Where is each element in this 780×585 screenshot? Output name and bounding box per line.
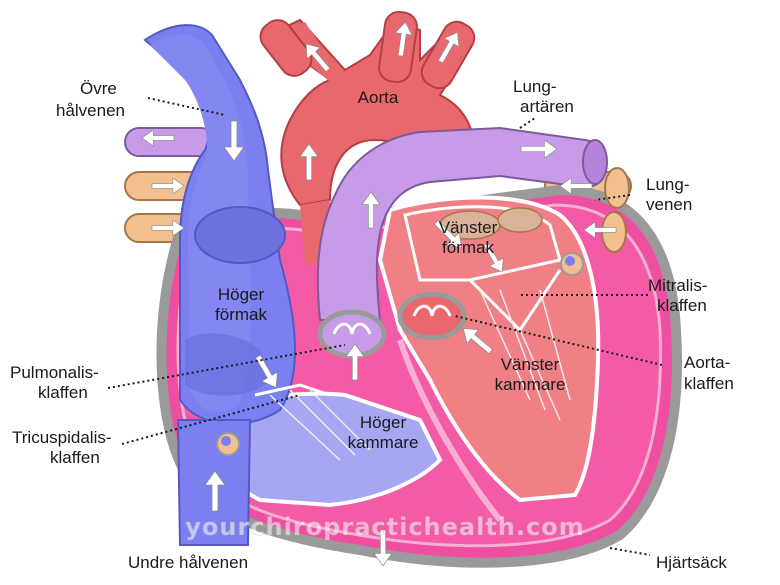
label-aortic-valve-line2: klaffen (684, 374, 734, 393)
label-aortic-valve-line1: Aorta- (684, 353, 730, 372)
label-right-ventricle-line1: Höger (360, 413, 407, 432)
label-left-ventricle-line2: kammare (495, 375, 566, 394)
label-pulmonary-artery-line1: Lung- (513, 77, 556, 96)
label-pulmonary-vein-line1: Lung- (646, 175, 689, 194)
leader-lines (107, 97, 663, 556)
aortic-valve (397, 291, 467, 341)
label-pulmonary-valve-line1: Pulmonalis- (10, 363, 99, 382)
label-pulmonary-vein-line2: venen (646, 195, 692, 214)
watermark: yourchiropractichealth.com (185, 513, 584, 541)
label-superior-vena-cava-line1: Övre (80, 79, 117, 98)
label-mitral-valve-line1: Mitralis- (648, 276, 708, 295)
label-left-atrium-line2: förmak (442, 238, 494, 257)
label-inferior-vena-cava: Undre hålvenen (128, 553, 248, 572)
label-left-ventricle-line1: Vänster (501, 355, 560, 374)
label-tricuspid-valve-line2: klaffen (50, 448, 100, 467)
label-superior-vena-cava-line2: hålvenen (56, 101, 125, 120)
mitral-valve-leaflets (468, 269, 571, 421)
label-pulmonary-valve-line2: klaffen (38, 383, 88, 402)
label-pulmonary-artery-line2: artären (520, 97, 574, 116)
label-left-atrium-line1: Vänster (439, 218, 498, 237)
label-pericardium: Hjärtsäck (656, 553, 727, 572)
label-right-ventricle-line2: kammare (348, 433, 419, 452)
atrioventricular-node (216, 432, 240, 456)
sinoatrial-node (560, 252, 584, 276)
label-right-atrium-line1: Höger (218, 285, 265, 304)
label-tricuspid-valve-line1: Tricuspidalis- (12, 428, 112, 447)
septum (397, 339, 503, 522)
tricuspid-valve-leaflets (254, 383, 371, 461)
label-right-atrium-line2: förmak (215, 305, 267, 324)
pulmonary-artery (316, 126, 630, 321)
label-aorta: Aorta (358, 88, 399, 107)
label-mitral-valve-line2: klaffen (657, 296, 707, 315)
